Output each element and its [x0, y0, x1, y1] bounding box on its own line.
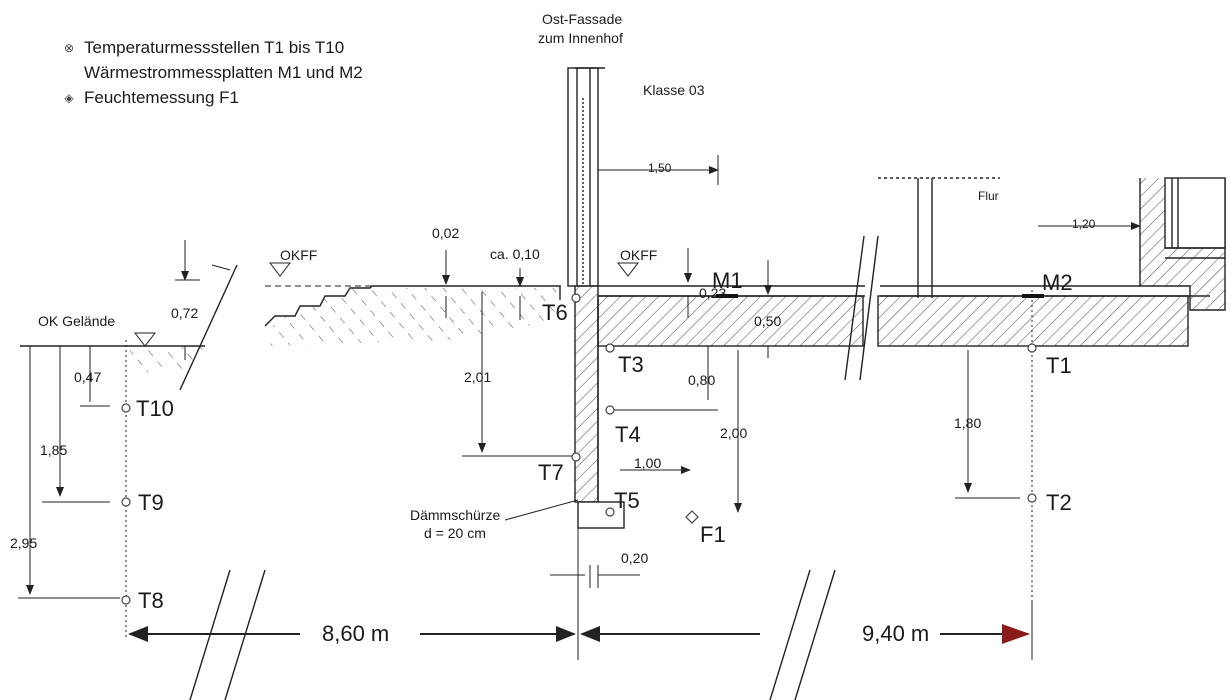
- dim-0-20: 0,20: [621, 550, 649, 566]
- legend-label: Temperaturmessstellen T1 bis T10: [84, 38, 345, 57]
- insulation-label: Dämmschürze: [410, 507, 501, 523]
- legend-item-heat-flux: Wärmestrommessplatten M1 und M2: [62, 63, 363, 83]
- t3-marker: [605, 343, 615, 353]
- insulation-thickness: d = 20 cm: [424, 525, 486, 541]
- t1-marker: [1027, 343, 1037, 353]
- t6-marker: [571, 293, 581, 303]
- sensor-markers: [121, 293, 1037, 605]
- corridor-label: Flur: [978, 189, 999, 203]
- legend-label: Wärmestrommessplatten M1 und M2: [84, 63, 363, 82]
- sensor-label-t2: T2: [1046, 490, 1072, 515]
- okff-right-label: OKFF: [620, 247, 658, 263]
- floor-slab-right: [877, 295, 1189, 347]
- dim-2-00: 2,00: [720, 425, 748, 441]
- foundation-footing: [577, 501, 625, 529]
- sensor-label-m1: M1: [712, 268, 743, 293]
- legend-item-humidity: ◈ Feuchtemessung F1: [62, 88, 239, 108]
- t7-marker: [571, 452, 581, 462]
- facade-sublabel: zum Innenhof: [538, 30, 623, 46]
- dim-1-00: 1,00: [634, 455, 662, 471]
- t9-marker: [121, 497, 131, 507]
- sensor-label-t1: T1: [1046, 353, 1072, 378]
- humidity-point-icon: ◈: [64, 91, 74, 105]
- sensor-label-t6: T6: [542, 300, 568, 325]
- sensor-label-t9: T9: [138, 490, 164, 515]
- sensor-label-t4: T4: [615, 422, 641, 447]
- legend-label: Feuchtemessung F1: [84, 88, 239, 107]
- dim-0-50: 0,50: [754, 313, 782, 329]
- sensor-label-t3: T3: [618, 352, 644, 377]
- dim-1-20: 1,20: [1072, 217, 1096, 231]
- sensor-label-m2: M2: [1042, 270, 1073, 295]
- dim-1-80: 1,80: [954, 415, 982, 431]
- floor-slab-left: [597, 295, 864, 347]
- dim-0-02: 0,02: [432, 225, 460, 241]
- facade-wall: [567, 67, 599, 287]
- f1-marker: [685, 510, 699, 524]
- dim-2-01: 2,01: [464, 369, 492, 385]
- span-left-label: 8,60 m: [322, 621, 390, 646]
- insulation-skirt: [574, 285, 599, 503]
- dim-0-47: 0,47: [74, 369, 102, 385]
- span-right-label: 9,40 m: [862, 621, 930, 646]
- ok-gelaende-label: OK Gelände: [38, 313, 116, 329]
- t8-marker: [121, 595, 131, 605]
- dim-2-95: 2,95: [10, 535, 38, 551]
- classroom-label: Klasse 03: [643, 82, 705, 98]
- sensor-label-t10: T10: [136, 396, 174, 421]
- t2-marker: [1027, 493, 1037, 503]
- legend-item-temperature: ⊗ Temperaturmessstellen T1 bis T10: [62, 38, 344, 58]
- building-structure: [20, 67, 1226, 700]
- dimension-lines: [18, 155, 1141, 644]
- t4-marker: [605, 405, 615, 415]
- dim-0-23: 0,23: [699, 285, 727, 301]
- dim-1-85: 1,85: [40, 442, 68, 458]
- t10-marker: [121, 403, 131, 413]
- sensor-label-f1: F1: [700, 522, 726, 547]
- temp-point-icon: ⊗: [63, 41, 75, 55]
- sensor-label-t5: T5: [614, 488, 640, 513]
- dim-1-50: 1,50: [648, 161, 672, 175]
- okff-left-label: OKFF: [280, 247, 318, 263]
- dim-0-80: 0,80: [688, 372, 716, 388]
- dim-ca-0-10: ca. 0,10: [490, 246, 540, 262]
- t5-marker: [605, 507, 615, 517]
- sensor-label-t8: T8: [138, 588, 164, 613]
- sensor-label-t7: T7: [538, 460, 564, 485]
- dim-0-72: 0,72: [171, 305, 199, 321]
- facade-label: Ost-Fassade: [542, 11, 623, 27]
